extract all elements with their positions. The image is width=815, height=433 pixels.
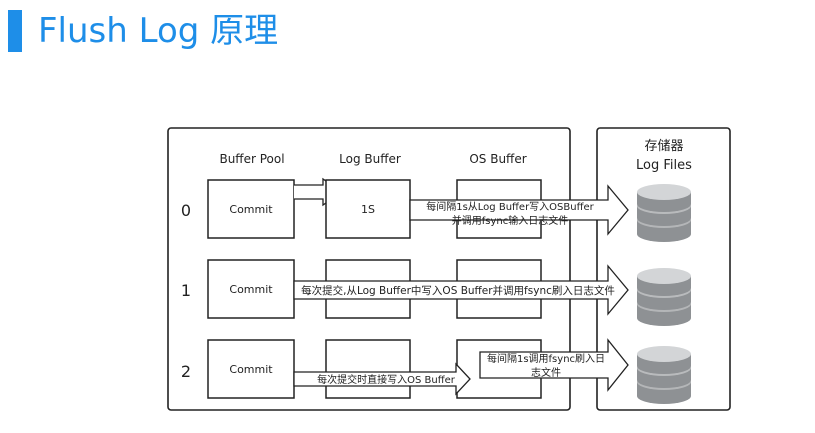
row-2-disk-icon bbox=[637, 346, 691, 404]
row-2-write-note: 每次提交时直接写入OS Buffer bbox=[317, 373, 456, 386]
row-2-arrow-to-os-buffer bbox=[293, 362, 471, 396]
row-1-commit-label: Commit bbox=[229, 283, 273, 296]
row-0-disk-icon bbox=[637, 184, 691, 242]
row-0-arrow-to-disk bbox=[409, 184, 629, 236]
row-1-disk-icon bbox=[637, 268, 691, 326]
row-2-note-line2: 志文件 bbox=[531, 366, 561, 379]
row-0-note-line2: 并调用fsync输入日志文件 bbox=[452, 214, 568, 227]
row-0-index: 0 bbox=[181, 201, 191, 220]
row-2-note-line1: 每间隔1s调用fsync刷入日 bbox=[487, 352, 605, 365]
row-2-buffer-pool-box bbox=[207, 339, 295, 399]
page-title: Flush Log 原理 bbox=[38, 11, 279, 51]
row-1-note: 每次提交,从Log Buffer中写入OS Buffer并调用fsync刷入日志… bbox=[301, 284, 615, 297]
row-0-buffer-pool-box bbox=[207, 179, 295, 239]
row-2-commit-label: Commit bbox=[229, 363, 273, 376]
row-2-log-buffer-box bbox=[325, 339, 411, 399]
log-files-label: Log Files bbox=[636, 158, 692, 173]
row-2-arrow-to-disk bbox=[479, 338, 629, 392]
row-1-arrow-to-disk bbox=[293, 264, 629, 316]
row-2-index: 2 bbox=[181, 362, 191, 381]
buffer-pool-header: Buffer Pool bbox=[219, 152, 284, 166]
row-0-log-label: 1S bbox=[361, 203, 375, 216]
row-0-commit-label: Commit bbox=[229, 203, 273, 216]
os-buffer-header: OS Buffer bbox=[469, 152, 526, 166]
main-container bbox=[167, 127, 571, 411]
row-1-index: 1 bbox=[181, 281, 191, 300]
title-accent-bar bbox=[8, 10, 22, 52]
row-0-note-line1: 每间隔1s从Log Buffer写入OSBuffer bbox=[426, 200, 594, 213]
log-buffer-header: Log Buffer bbox=[339, 152, 401, 166]
row-1-buffer-pool-box bbox=[207, 259, 295, 319]
storage-container bbox=[596, 127, 731, 411]
row-0-log-buffer-box bbox=[325, 179, 411, 239]
storage-label: 存储器 bbox=[644, 139, 683, 154]
